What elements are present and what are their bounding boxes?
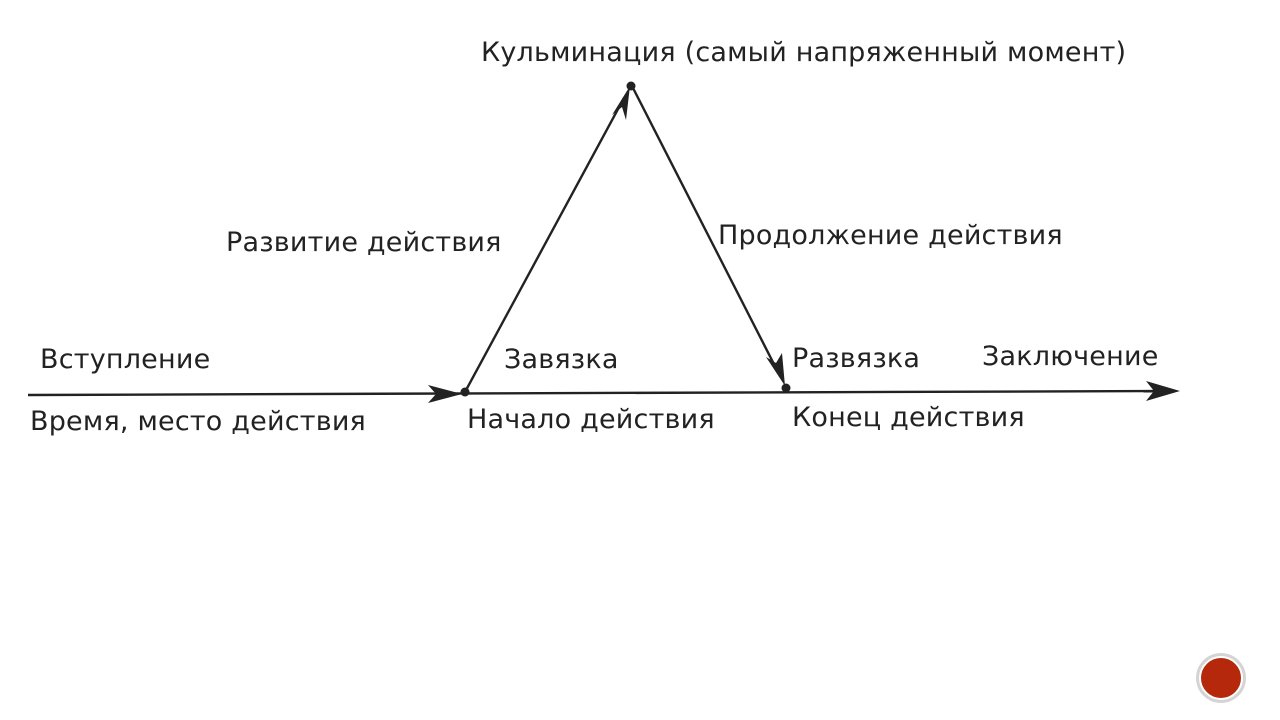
timeline-end-arrowhead [1146,381,1180,401]
rising-edge-arrowhead [612,86,630,120]
end-point [781,383,791,393]
start-point [460,387,470,397]
conclusion-label: Заключение [982,341,1159,372]
falling-edge-arrowhead [766,353,785,386]
inciting-detail-label: Начало действия [467,404,715,435]
rising-edge [463,97,626,393]
exposition-detail-label: Время, место действия [30,406,367,437]
climax-label: Кульминация (самый напряженный момент) [481,37,1127,68]
resolution-detail-label: Конец действия [792,402,1025,433]
exposition-label: Вступление [40,344,211,375]
timeline-start-arrowhead [428,385,462,403]
circle-button-icon [1199,656,1243,700]
rising-action-label: Развитие действия [226,227,502,258]
climax-point [626,81,636,91]
timeline-line [27,389,1166,397]
inciting-label: Завязка [504,344,619,375]
resolution-label: Развязка [792,343,921,374]
falling-action-label: Продолжение действия [718,220,1063,251]
nav-circle-button[interactable] [1196,653,1246,703]
falling-edge [630,85,781,375]
